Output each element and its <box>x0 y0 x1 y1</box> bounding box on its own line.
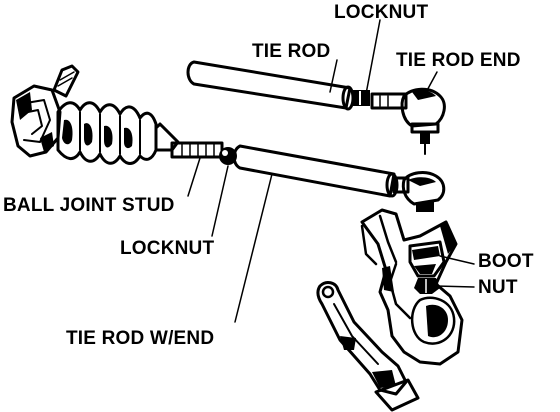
steering-knuckle <box>360 208 464 366</box>
leader-tie-rod <box>329 59 338 93</box>
upper-tie-rod-end <box>370 87 446 155</box>
leader-tie-rod-w-end <box>234 173 273 323</box>
label-nut: NUT <box>478 277 518 298</box>
leader-locknut-top <box>365 19 381 95</box>
leader-locknut-lower <box>211 165 229 237</box>
label-tie-rod: TIE ROD <box>252 41 330 62</box>
rack-end-stud <box>52 64 80 98</box>
leader-tie-rod-end <box>423 71 438 97</box>
leader-nut <box>435 285 475 288</box>
bellows-boot <box>56 101 158 165</box>
upper-locknut <box>352 90 370 106</box>
ball-joint-stud-shaft <box>154 122 224 159</box>
leader-boot <box>439 255 475 265</box>
label-locknut-top: LOCKNUT <box>334 2 428 23</box>
leader-lines <box>187 19 475 323</box>
nut <box>414 278 440 294</box>
steering-arm <box>316 281 420 412</box>
leader-ball-joint-stud <box>187 157 201 197</box>
lower-locknut <box>219 147 237 165</box>
label-tie-rod-w-end: TIE ROD W/END <box>66 328 214 349</box>
label-locknut-lower: LOCKNUT <box>120 238 214 259</box>
boot <box>408 240 446 278</box>
label-ball-joint-stud: BALL JOINT STUD <box>3 195 175 216</box>
lower-tie-rod-end <box>401 171 446 212</box>
rack-housing <box>10 84 62 158</box>
upper-tie-rod <box>186 60 355 111</box>
label-tie-rod-end: TIE ROD END <box>396 50 521 71</box>
lower-tie-rod <box>232 144 410 198</box>
label-boot: BOOT <box>478 251 534 272</box>
